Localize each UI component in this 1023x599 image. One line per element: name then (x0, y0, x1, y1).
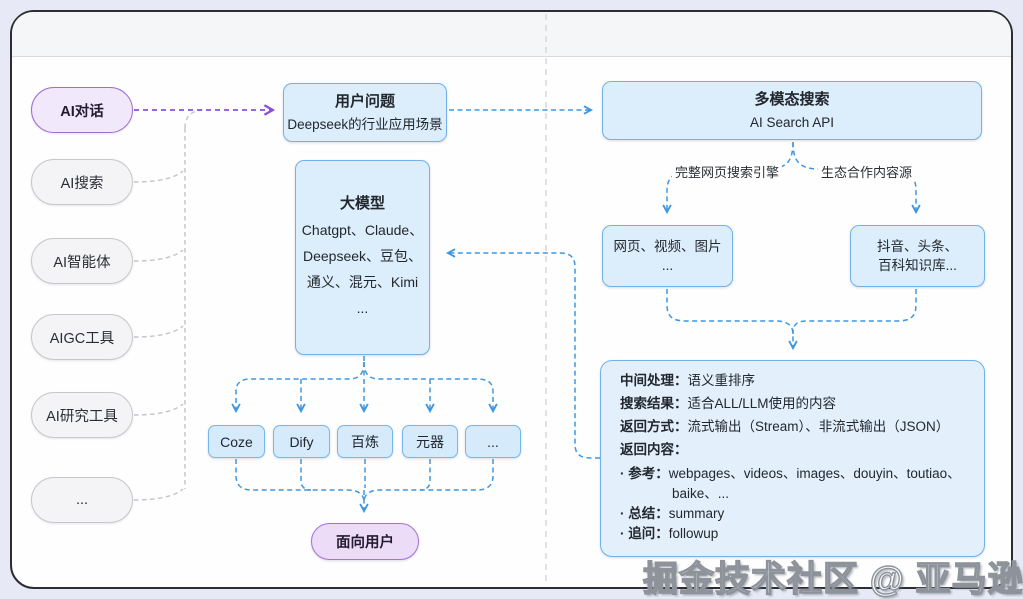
platform-label: 百炼 (351, 433, 379, 450)
result-row-label: 搜索结果： (620, 396, 688, 411)
result-bullet-label: 追问： (628, 526, 669, 541)
result-bullet: 追问：followup (620, 524, 972, 544)
pill-label: AI对话 (60, 103, 104, 120)
result-box: 中间处理：语义重排序 搜索结果：适合ALL/LLM使用的内容 返回方式：流式输出… (600, 360, 985, 557)
result-row-value: 流式输出（Stream）、非流式输出（JSON） (687, 419, 950, 434)
pill-ai-chat: AI对话 (31, 87, 133, 133)
web-sources-line: 网页、视频、图片 (613, 239, 722, 254)
eco-sources-line: 抖音、头条、 (877, 239, 958, 254)
web-sources-line: ... (661, 258, 674, 273)
pill-ai-agent: AI智能体 (31, 238, 133, 284)
pill-label: AI搜索 (60, 175, 104, 192)
llm-box: 大模型 Chatgpt、Claude、 Deepseek、豆包、 通义、混元、K… (295, 160, 430, 355)
platform-bailian: 百炼 (337, 425, 393, 458)
platform-yuanqi: 元器 (402, 425, 458, 458)
result-row: 返回方式：流式输出（Stream）、非流式输出（JSON） (620, 418, 972, 435)
platform-coze: Coze (208, 425, 265, 458)
result-row-value: 语义重排序 (687, 373, 756, 388)
result-content: 中间处理：语义重排序 搜索结果：适合ALL/LLM使用的内容 返回方式：流式输出… (620, 372, 972, 544)
platform-label: Coze (220, 433, 253, 450)
watermark-text: 掘金技术社区 @ 亚马逊云开发者 (642, 559, 1023, 599)
user-question-title: 用户问题 (334, 92, 395, 110)
platform-label: 元器 (416, 433, 444, 450)
header-band (12, 12, 1011, 57)
platform-label: ... (487, 433, 499, 450)
llm-models-line: ... (356, 300, 369, 316)
platform-dify: Dify (273, 425, 330, 458)
web-sources-box: 网页、视频、图片 ... (602, 225, 733, 287)
result-row-value: 适合ALL/LLM使用的内容 (687, 396, 837, 411)
result-row-label: 返回内容： (620, 442, 688, 457)
llm-title: 大模型 (339, 195, 385, 212)
user-question-box: 用户问题 Deepseek的行业应用场景 (283, 83, 447, 142)
pill-label: AI研究工具 (46, 408, 118, 425)
llm-models-line: Chatgpt、Claude、 (301, 222, 424, 238)
edge-label-eco-sources: 生态合作内容源 (818, 162, 916, 181)
pill-aigc-tools: AIGC工具 (31, 314, 133, 360)
eco-sources-line: 百科知识库... (878, 258, 957, 273)
pill-label: ... (75, 492, 89, 508)
result-bullet: 参考：webpages、videos、images、douyin、toutiao… (620, 464, 972, 504)
result-bullet: 总结：summary (620, 504, 972, 524)
llm-models-line: Deepseek、豆包、 (302, 248, 423, 264)
result-bullet-label: 总结： (628, 506, 669, 521)
platform-label: Dify (289, 433, 314, 450)
result-row-label: 中间处理： (620, 373, 688, 388)
eco-sources-box: 抖音、头条、 百科知识库... (850, 225, 985, 287)
result-row: 返回内容： (620, 441, 972, 458)
multimodal-search-title: 多模态搜索 (754, 90, 830, 108)
result-bullet-label: 参考： (628, 466, 669, 481)
result-row-label: 返回方式： (620, 419, 688, 434)
llm-models-line: 通义、混元、Kimi (306, 274, 419, 290)
pill-more: ... (31, 477, 133, 523)
edge-label-web-engine: 完整网页搜索引擎 (672, 162, 783, 181)
result-bullet-value: followup (668, 526, 719, 541)
result-row: 中间处理：语义重排序 (620, 372, 972, 389)
pill-label: AI智能体 (53, 254, 111, 271)
result-bullet-value: summary (668, 506, 725, 521)
facing-user-pill: 面向用户 (311, 523, 419, 560)
pill-ai-research-tools: AI研究工具 (31, 392, 133, 438)
platform-more: ... (465, 425, 521, 458)
result-bullet-value: webpages、videos、images、douyin、toutiao、ba… (668, 466, 961, 501)
pill-label: AIGC工具 (49, 330, 115, 347)
multimodal-search-box: 多模态搜索 AI Search API (602, 81, 982, 140)
result-row: 搜索结果：适合ALL/LLM使用的内容 (620, 395, 972, 412)
user-question-subtitle: Deepseek的行业应用场景 (287, 116, 443, 132)
facing-user-label: 面向用户 (336, 535, 394, 551)
pill-ai-search: AI搜索 (31, 159, 133, 205)
ai-search-api-subtitle: AI Search API (749, 114, 835, 130)
